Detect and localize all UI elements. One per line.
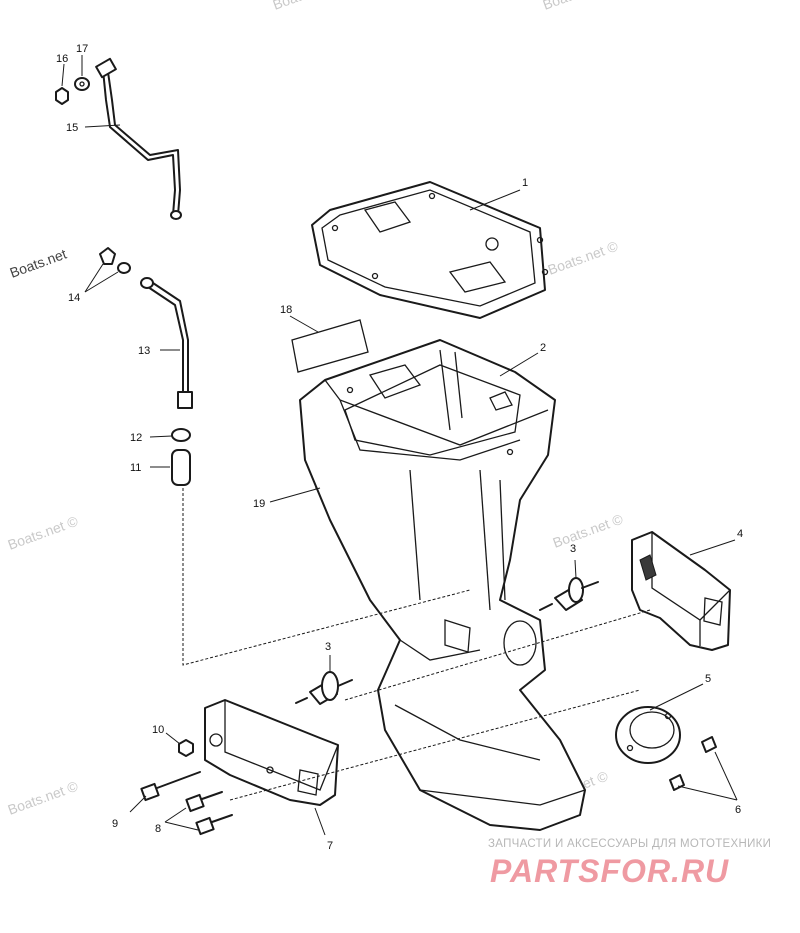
linkage-rod-part-15 [95,57,182,220]
watermark: Boats.net © [546,237,621,277]
callout-8: 8 [155,823,161,835]
callout-14: 14 [68,292,80,304]
washer-part-17 [74,77,90,91]
nut-part-16 [55,87,69,105]
callout-3: 3 [325,641,331,653]
rubber-mount-part-3 [539,577,599,611]
leader-lines [61,55,738,836]
watermark: Boats.net © [541,0,616,13]
callout-5: 5 [705,673,711,685]
screw-part-8 [185,791,223,813]
mount-bracket-part-4 [631,531,731,651]
callout-15: 15 [66,122,78,134]
callout-10: 10 [152,724,164,736]
gasket-part-1 [311,181,549,319]
brand-tagline: ЗАПЧАСТИ И АКСЕССУАРЫ ДЛЯ МОТОТЕХНИКИ [488,838,772,850]
callout-16: 16 [56,53,68,65]
watermark: Boats.net © [271,0,346,13]
callout-6: 6 [735,804,741,816]
watermark: Boats.net © [6,777,81,817]
callout-9: 9 [112,818,118,830]
callout-7: 7 [327,840,333,852]
watermark: Boats.net © [551,510,626,550]
sleeve-part-11 [171,449,191,486]
grommet-part-12 [171,428,191,442]
brand-logo: PARTSFOR.RU [490,853,730,889]
callout-2: 2 [540,342,546,354]
watermark: Boats.net [8,246,69,281]
decal-part-18 [291,319,369,373]
callout-1: 1 [522,177,528,189]
watermark: Boats.net © [6,512,81,552]
screw-part-9 [140,771,201,802]
callout-11: 11 [130,462,141,474]
rod-part-13 [140,277,193,409]
driveshaft-housing-part-2 [299,339,586,831]
callout-19: 19 [253,498,265,510]
cover-plate-part-5 [615,706,681,764]
callout-labels: 1 2 3 3 4 5 6 7 8 9 10 11 12 13 14 15 16… [56,43,743,852]
callout-4: 4 [737,528,743,540]
callout-17: 17 [76,43,88,55]
callout-12: 12 [130,432,142,444]
callout-3: 3 [570,543,576,555]
rubber-mount-part-3 [295,671,353,705]
fastener-part-14 [99,247,131,274]
nut-part-10 [178,739,194,757]
callout-13: 13 [138,345,150,357]
callout-18: 18 [280,304,292,316]
screw-part-8 [195,814,233,836]
mount-bracket-part-7 [204,699,339,806]
